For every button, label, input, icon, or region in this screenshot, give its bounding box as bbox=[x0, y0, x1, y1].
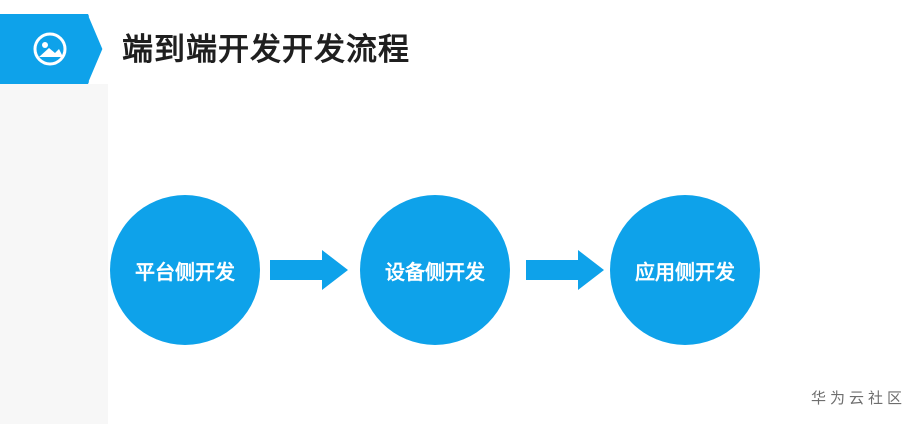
step-platform: 平台侧开发 bbox=[110, 195, 260, 345]
right-arrow-icon bbox=[526, 250, 604, 290]
step-device: 设备侧开发 bbox=[360, 195, 510, 345]
right-arrow-icon bbox=[270, 250, 348, 290]
step-label: 平台侧开发 bbox=[135, 259, 235, 284]
header-band bbox=[0, 14, 106, 84]
step-label: 设备侧开发 bbox=[385, 259, 485, 284]
page-title: 端到端开发开发流程 bbox=[122, 32, 410, 68]
step-label: 应用侧开发 bbox=[635, 259, 735, 284]
image-icon bbox=[33, 32, 67, 66]
step-application: 应用侧开发 bbox=[610, 195, 760, 345]
footer-brand: 华为云社区 bbox=[810, 389, 906, 407]
left-shade bbox=[0, 84, 108, 424]
